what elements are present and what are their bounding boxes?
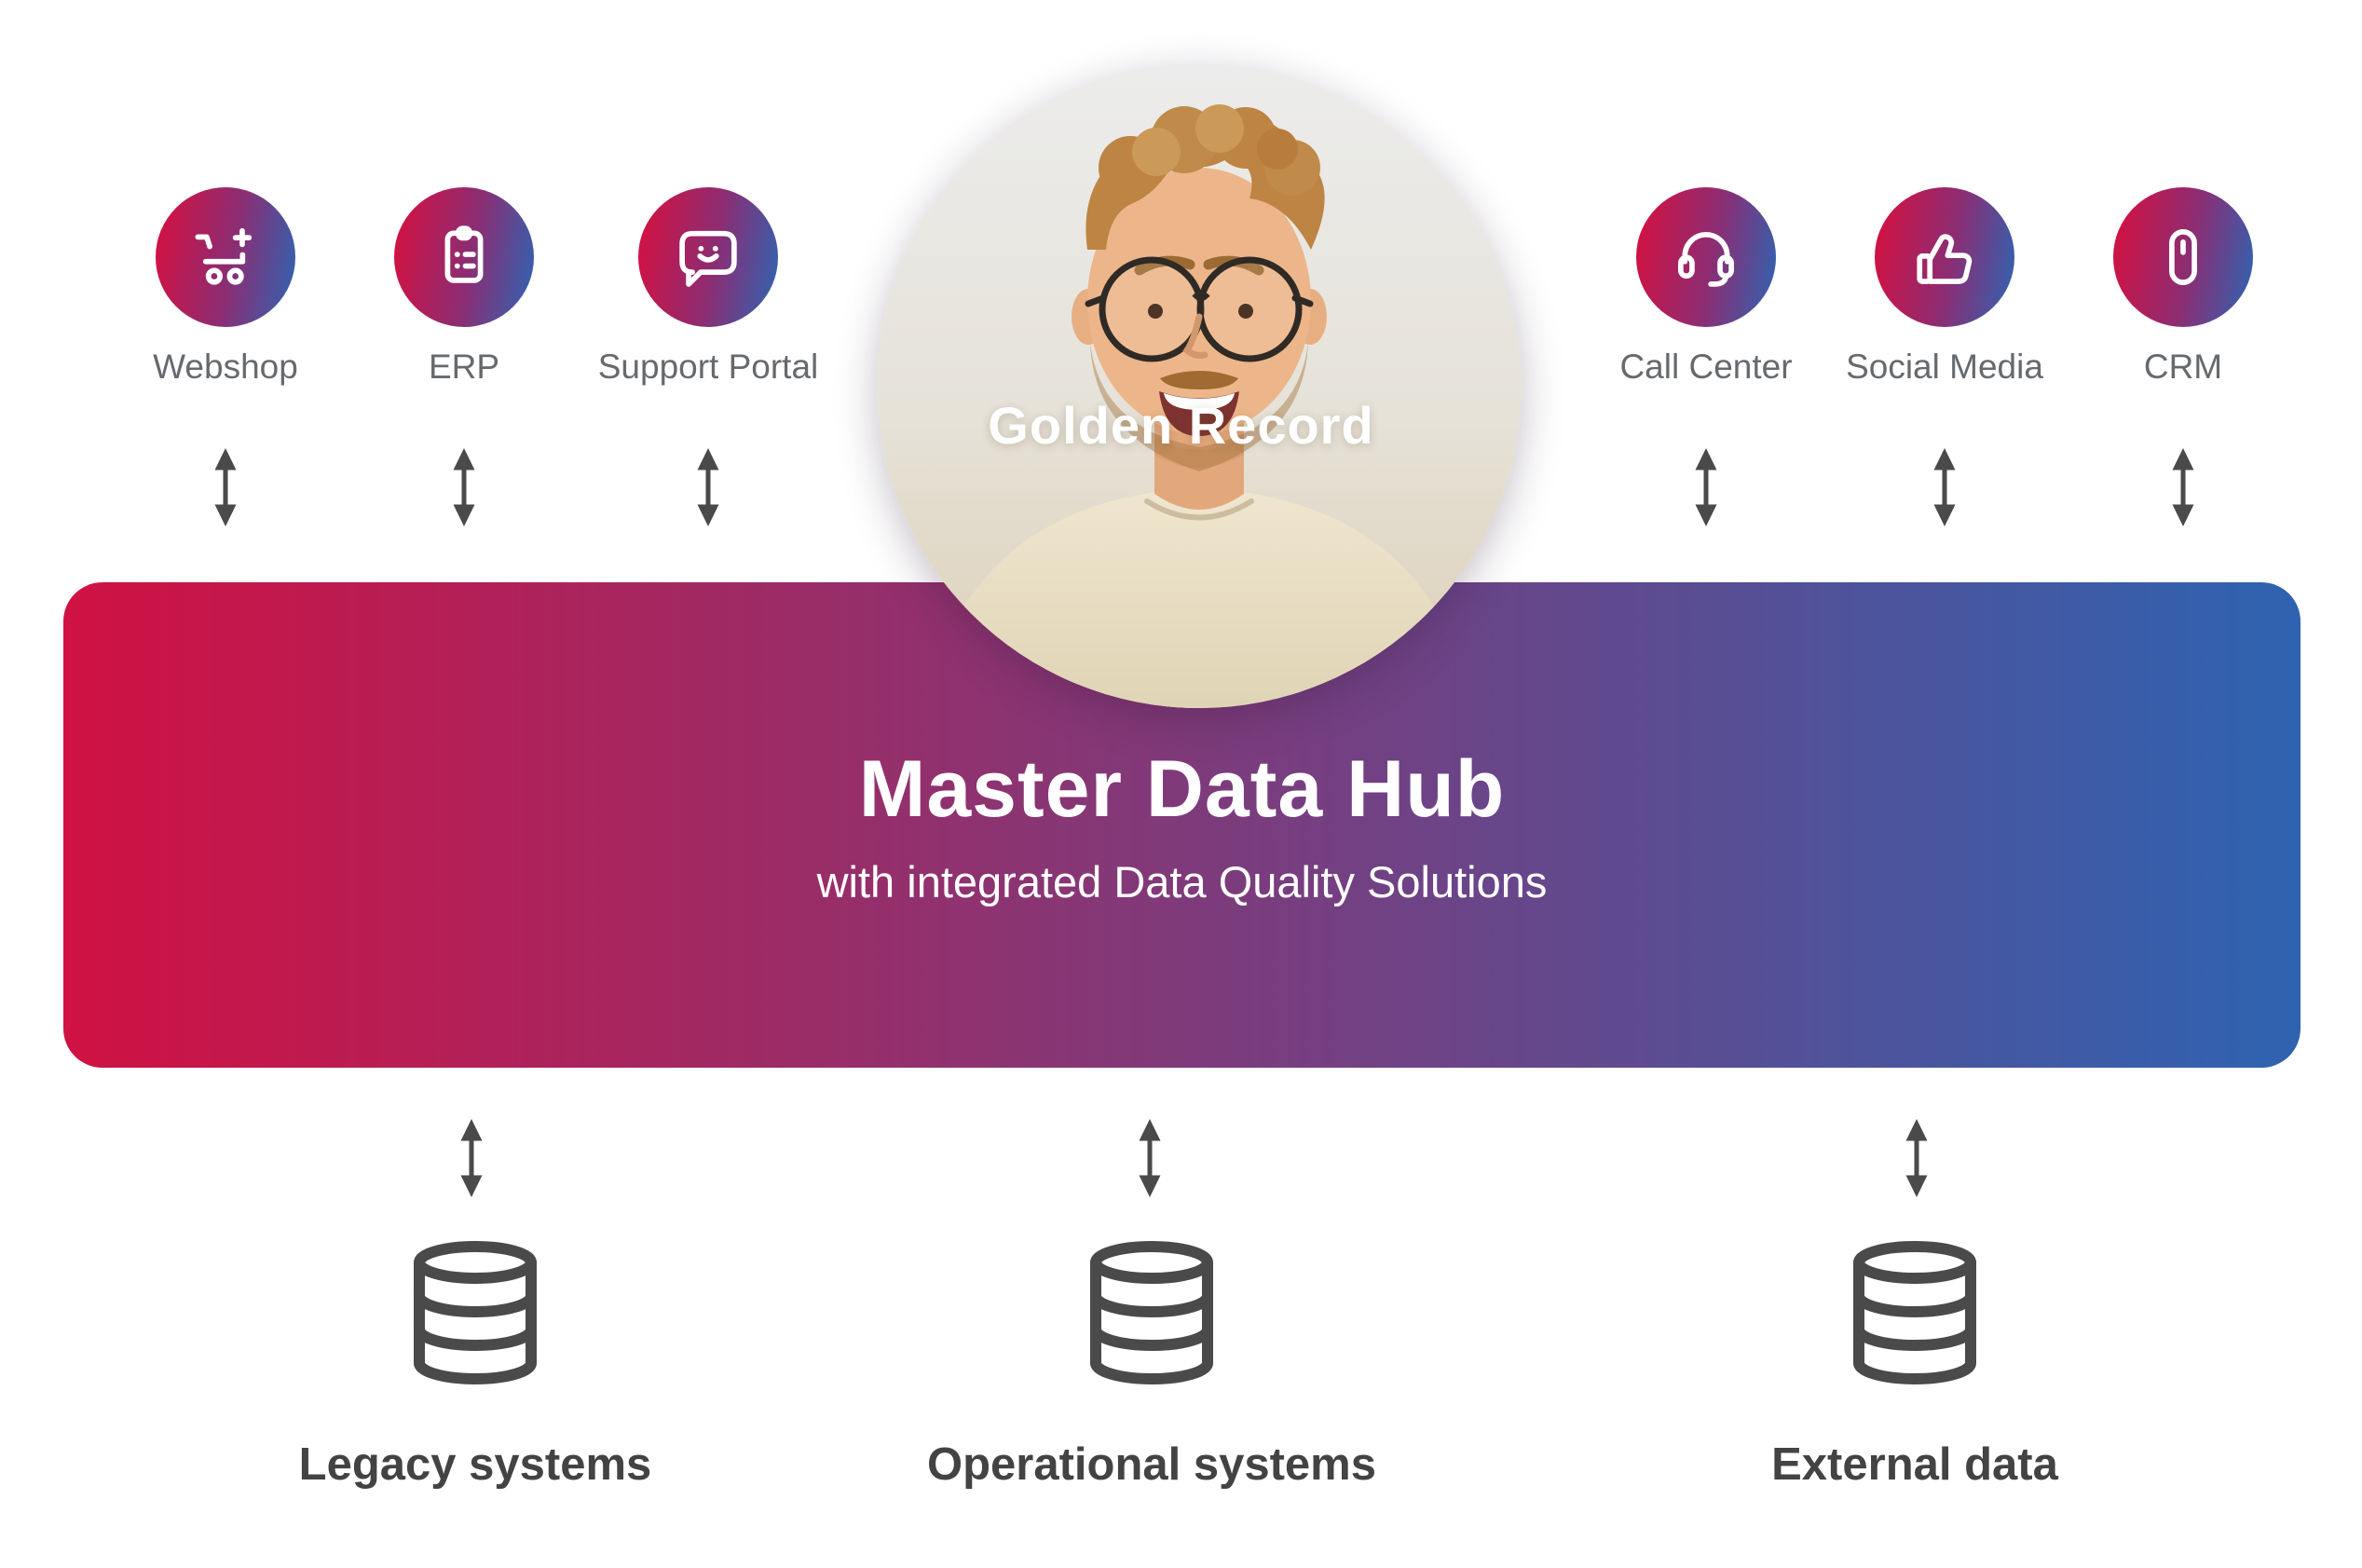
source-label: Webshop <box>153 348 298 386</box>
bidirectional-arrow-icon <box>203 447 248 527</box>
source-erp: ERP <box>324 187 604 387</box>
hub-title: Master Data Hub <box>858 743 1506 834</box>
bidirectional-arrow-icon <box>442 447 486 527</box>
source-crm: CRM <box>2043 187 2323 387</box>
thumbs-up-icon <box>1875 187 2014 327</box>
database-icon <box>412 1239 539 1386</box>
mouse-icon <box>2113 187 2253 327</box>
bidirectional-arrow-icon <box>1127 1118 1172 1198</box>
system-legacy: Legacy systems <box>214 1239 736 1491</box>
database-icon <box>1851 1239 1978 1386</box>
bidirectional-arrow-icon <box>1684 447 1728 527</box>
bidirectional-arrow-icon <box>1922 447 1967 527</box>
cart-plus-icon <box>156 187 295 327</box>
clipboard-list-icon <box>394 187 534 327</box>
source-call-center: Call Center <box>1566 187 1846 387</box>
bidirectional-arrow-icon <box>686 447 730 527</box>
golden-record-photo <box>877 63 1522 708</box>
bidirectional-arrow-icon <box>2161 447 2205 527</box>
chat-smiley-icon <box>638 187 778 327</box>
headset-icon <box>1636 187 1776 327</box>
system-label: External data <box>1771 1439 2058 1490</box>
hub-subtitle: with integrated Data Quality Solutions <box>816 856 1548 907</box>
source-label: ERP <box>428 348 500 386</box>
system-external: External data <box>1654 1239 2176 1491</box>
source-label: Support Portal <box>597 348 819 386</box>
portrait-illustration <box>877 63 1522 708</box>
system-label: Legacy systems <box>298 1439 652 1490</box>
source-label: Call Center <box>1619 348 1793 386</box>
source-social-media: Social Media <box>1805 187 2084 387</box>
database-icon <box>1088 1239 1215 1386</box>
source-label: Social Media <box>1846 348 2043 386</box>
bidirectional-arrow-icon <box>449 1118 494 1198</box>
source-label: CRM <box>2143 348 2223 386</box>
source-support-portal: Support Portal <box>568 187 848 387</box>
system-label: Operational systems <box>926 1439 1377 1490</box>
golden-record-label: Golden Record <box>988 396 1374 455</box>
source-webshop: Webshop <box>86 187 365 387</box>
system-operational: Operational systems <box>891 1239 1413 1491</box>
bidirectional-arrow-icon <box>1894 1118 1939 1198</box>
